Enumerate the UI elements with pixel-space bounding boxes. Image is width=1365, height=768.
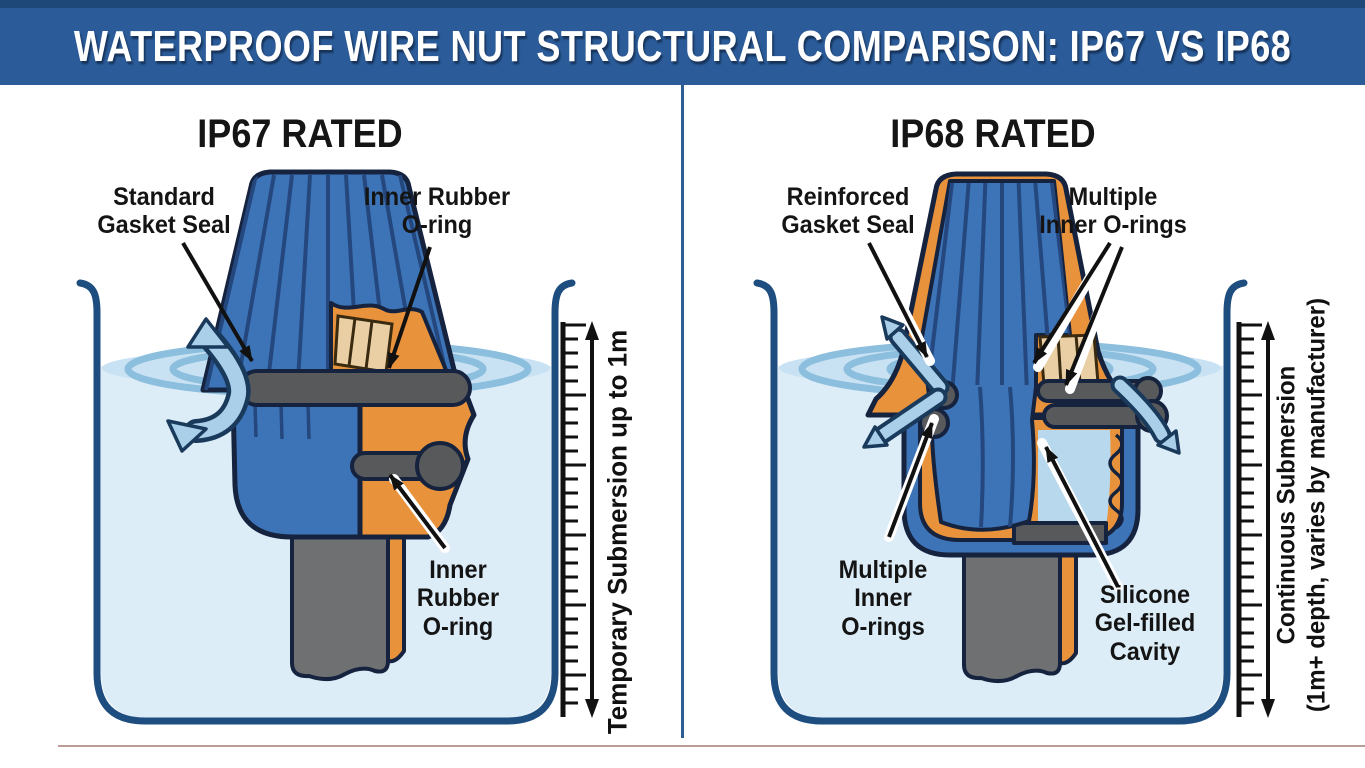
ruler-arrow-down-icon bbox=[1261, 699, 1275, 718]
ruler-arrow-down-icon bbox=[585, 699, 599, 718]
ruler-ticks bbox=[565, 323, 586, 705]
ruler-ticks bbox=[1241, 323, 1262, 705]
wire-insulation bbox=[386, 497, 406, 664]
ip67-ruler-label: Temporary Submersion up to 1m bbox=[602, 329, 633, 735]
depth-ruler bbox=[560, 321, 599, 718]
ip68-diagram bbox=[753, 171, 1275, 725]
label-line: Silicone bbox=[1099, 581, 1191, 609]
cone-ribs bbox=[926, 182, 1070, 386]
ruler-arrow-up-icon bbox=[1261, 321, 1275, 340]
header-band: WATERPROOF WIRE NUT STRUCTURAL COMPARISO… bbox=[0, 0, 1365, 85]
label-line: Inner Rubber bbox=[363, 183, 511, 211]
label-line: Continuous Submersion bbox=[1272, 365, 1301, 645]
label-line: (1m+ depth, varies by manufacturer) bbox=[1302, 297, 1330, 713]
panel-divider bbox=[681, 85, 684, 738]
drape-ribs bbox=[978, 386, 1015, 528]
label-line: Inner bbox=[429, 556, 487, 584]
label-line: Rubber bbox=[416, 584, 500, 613]
skirt-blue bbox=[230, 396, 363, 540]
label-inner-rubber-oring-top: Inner Rubber O-ring bbox=[343, 183, 531, 240]
spring-seal-squiggle bbox=[1108, 433, 1124, 530]
ip68-ruler-label: Continuous Submersion (1m+ depth, varies… bbox=[1273, 298, 1332, 712]
label-line: Standard bbox=[113, 183, 215, 211]
ip67-title: IP67 RATED bbox=[197, 112, 403, 156]
tank-outline bbox=[753, 279, 1248, 725]
wire bbox=[290, 497, 390, 681]
label-line: Cavity bbox=[1109, 637, 1181, 666]
header-top-strip bbox=[0, 0, 1365, 8]
label-line: Reinforced bbox=[786, 183, 910, 211]
tank-outline bbox=[76, 279, 576, 725]
depth-ruler bbox=[1236, 321, 1275, 718]
wire-entry-stubs bbox=[333, 314, 394, 374]
label-line: Multiple bbox=[838, 556, 928, 584]
skirt-ribs bbox=[253, 402, 311, 440]
inner-cone-insert bbox=[920, 179, 1072, 532]
label-inner-rubber-oring-bottom: Inner Rubber O-ring bbox=[402, 556, 515, 641]
callout-arrows bbox=[181, 241, 450, 553]
label-line: Inner O-rings bbox=[1039, 211, 1187, 240]
water-pressure-arrow-icon bbox=[166, 317, 251, 453]
label-standard-gasket-seal: Standard Gasket Seal bbox=[70, 183, 258, 240]
label-multiple-inner-orings-top: Multiple Inner O-rings bbox=[1019, 183, 1207, 240]
ip67-wire-nut bbox=[200, 169, 477, 681]
ip68-title: IP68 RATED bbox=[890, 112, 1096, 156]
ip67-diagram bbox=[76, 169, 599, 725]
label-multiple-inner-orings-bottom: Multiple Inner O-rings bbox=[817, 556, 949, 641]
label-line: Gasket Seal bbox=[781, 211, 915, 240]
label-line: Gel-filled bbox=[1094, 609, 1196, 638]
label-line: Multiple bbox=[1068, 183, 1158, 211]
wire-insulation bbox=[1058, 523, 1078, 666]
gasket-seal-band bbox=[238, 369, 472, 407]
label-line: Inner bbox=[854, 584, 912, 613]
bottom-accent-line bbox=[58, 745, 1365, 747]
label-reinforced-gasket-seal: Reinforced Gasket Seal bbox=[754, 183, 942, 240]
water-deflect-arrows-icon bbox=[862, 315, 1181, 455]
label-line: O-ring bbox=[422, 612, 494, 641]
silicone-gel-cavity bbox=[1038, 430, 1111, 531]
ruler-arrow-up-icon bbox=[585, 321, 599, 340]
label-line: Gasket Seal bbox=[97, 211, 231, 240]
wire bbox=[962, 523, 1062, 683]
label-silicone-gel-cavity: Silicone Gel-filled Cavity bbox=[1060, 581, 1229, 666]
callout-arrows bbox=[864, 238, 1127, 592]
label-line: O-ring bbox=[401, 211, 473, 240]
page-title: WATERPROOF WIRE NUT STRUCTURAL COMPARISO… bbox=[73, 21, 1292, 71]
label-line: O-rings bbox=[841, 612, 925, 641]
inner-oring-cap bbox=[415, 441, 465, 491]
